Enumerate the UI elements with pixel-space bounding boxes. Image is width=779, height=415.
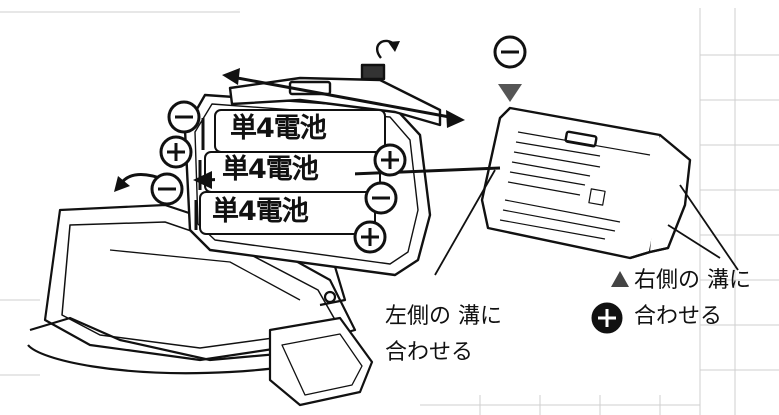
- minus-icon: [364, 181, 398, 215]
- leader-lines: [434, 169, 739, 276]
- plus-icon: [373, 143, 407, 177]
- battery-pack: [480, 106, 692, 260]
- device-stand: [27, 203, 374, 407]
- right-groove-caption-line1: 右側の 溝に: [634, 268, 751, 293]
- minus-icon: [493, 35, 527, 69]
- minus-icon: [167, 100, 201, 134]
- triangle-marker-icon: [611, 271, 629, 287]
- plus-icon: [353, 220, 387, 254]
- left-groove-caption-line2: 合わせる: [385, 340, 474, 365]
- polarity-symbols: [150, 35, 527, 254]
- battery-label-1: 単4電池: [230, 113, 327, 144]
- minus-icon: [150, 172, 184, 206]
- plus-icon: [591, 302, 623, 334]
- battery-label-3: 単4電池: [212, 196, 309, 227]
- background-grid: [0, 8, 779, 415]
- triangle-marker-icon: [498, 84, 522, 102]
- plus-icon: [159, 135, 193, 169]
- right-groove-caption-line2: 合わせる: [634, 304, 723, 329]
- battery-label-2: 単4電池: [222, 154, 319, 185]
- left-groove-caption-line1: 左側の 溝に: [385, 304, 502, 329]
